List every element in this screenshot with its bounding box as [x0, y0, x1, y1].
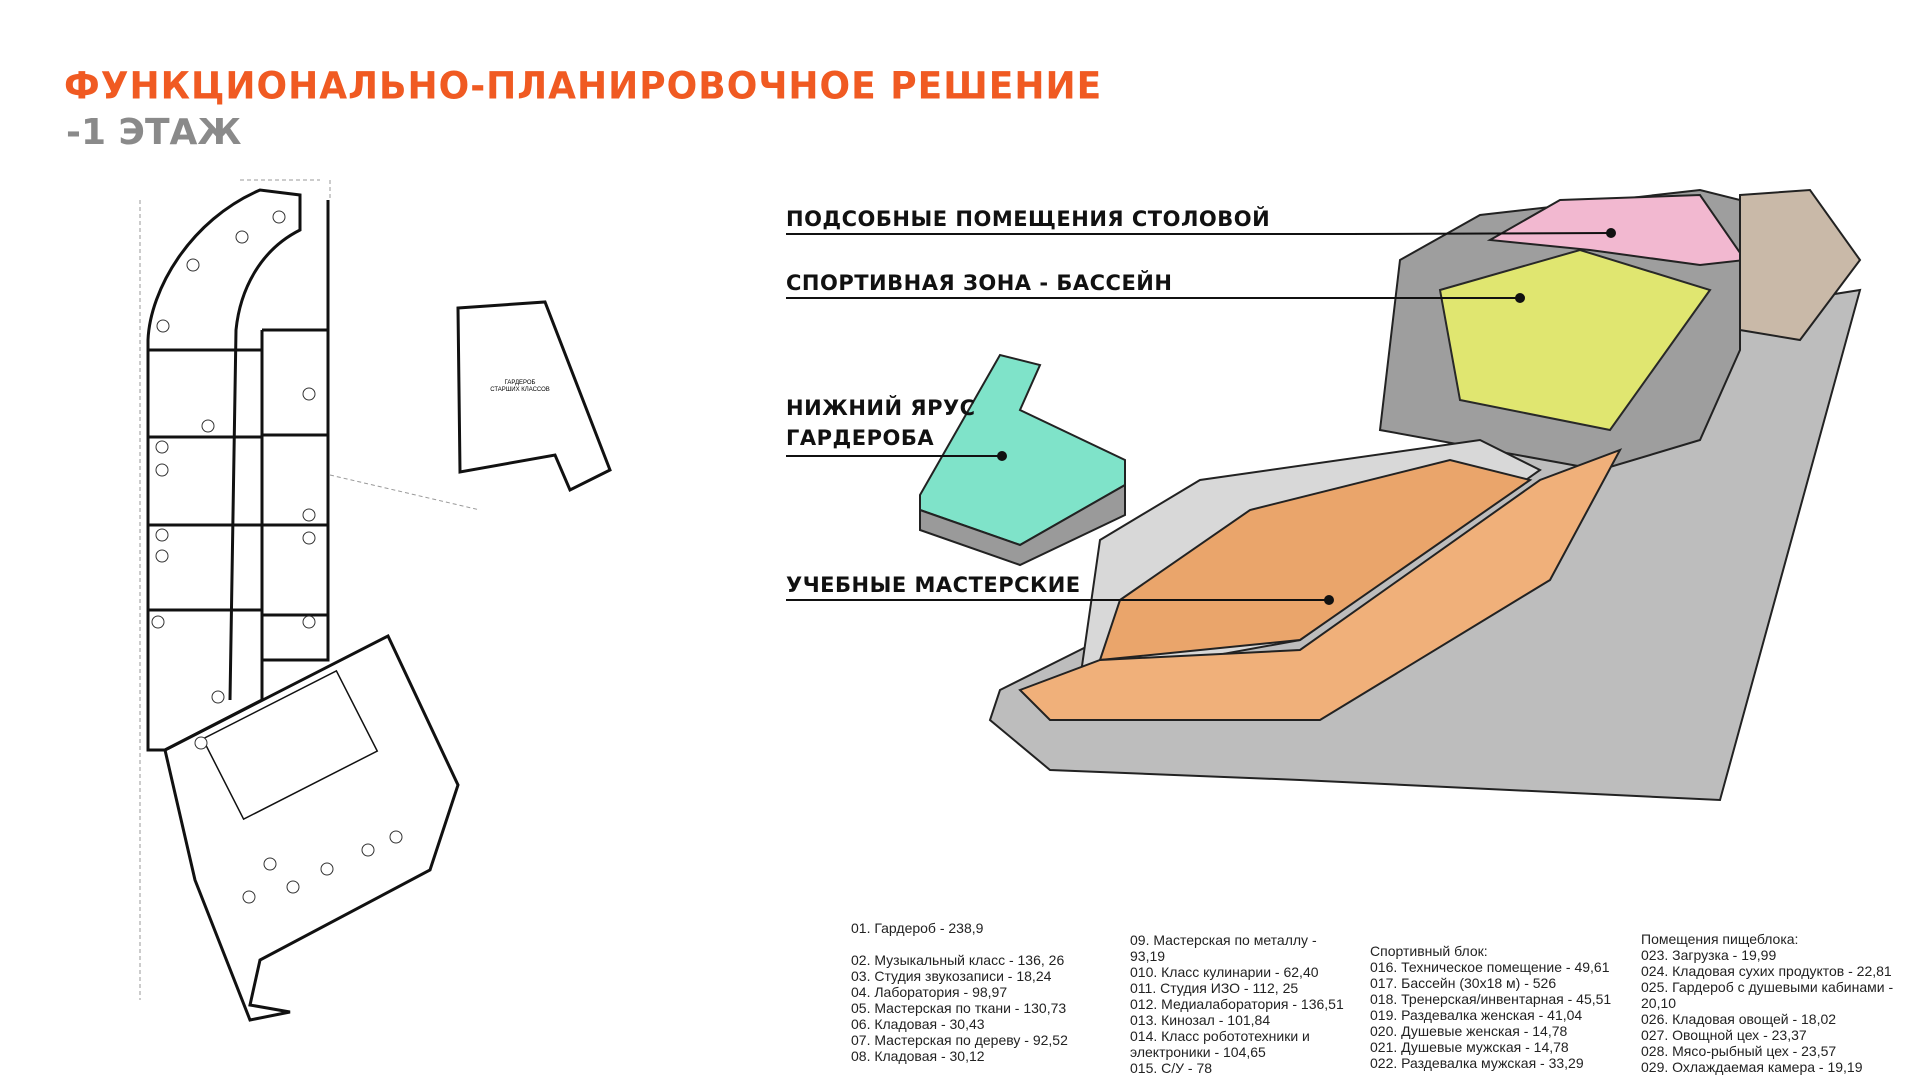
legend-item: 028. Мясо-рыбный цех - 23,57	[1641, 1043, 1837, 1059]
plan-outer-wall	[146, 188, 330, 752]
callout-wardrobe-line1: НИЖНИЙ ЯРУС	[786, 396, 976, 420]
callout-canteen: ПОДСОБНЫЕ ПОМЕЩЕНИЯ СТОЛОВОЙ	[786, 207, 1271, 231]
legend-item: 018. Тренерская/инвентарная - 45,51	[1370, 991, 1612, 1007]
legend-item: 017. Бассейн (30х18 м) - 526	[1370, 975, 1557, 991]
legend-item: 01. Гардероб - 238,9	[851, 920, 984, 936]
legend-col4: Помещения пищеблока: 023. Загрузка - 19,…	[1641, 931, 1893, 1075]
legend-item: электроники - 104,65	[1130, 1044, 1266, 1060]
legend-item: 024. Кладовая сухих продуктов - 22,81	[1641, 963, 1892, 979]
legend-item: 012. Медиалаборатория - 136,51	[1130, 996, 1344, 1012]
legend-item: 011. Студия ИЗО - 112, 25	[1130, 980, 1299, 996]
legend-item: 20,10	[1641, 995, 1677, 1011]
legend-item: 09. Мастерская по металлу -	[1130, 932, 1317, 948]
legend-item: 026. Кладовая овощей - 18,02	[1641, 1011, 1837, 1027]
legend-item: 05. Мастерская по ткани - 130,73	[851, 1000, 1067, 1016]
legend-item: Помещения пищеблока:	[1641, 931, 1799, 947]
annex-outline	[456, 300, 612, 493]
callout-wardrobe-line2: ГАРДЕРОБА	[786, 426, 935, 450]
legend-item: Спортивный блок:	[1370, 943, 1488, 959]
legend-item: 022. Раздевалка мужская - 33,29	[1370, 1055, 1584, 1071]
page-title: ФУНКЦИОНАЛЬНО-ПЛАНИРОВОЧНОЕ РЕШЕНИЕ	[64, 64, 1103, 109]
legend-item: 021. Душевые мужская - 14,78	[1370, 1039, 1569, 1055]
legend-item: 04. Лаборатория - 98,97	[851, 984, 1008, 1000]
legend-item: 03. Студия звукозаписи - 18,24	[851, 968, 1052, 984]
legend-item: 07. Мастерская по дереву - 92,52	[851, 1032, 1068, 1048]
legend-item: 023. Загрузка - 19,99	[1641, 947, 1777, 963]
legend-item: 016. Техническое помещение - 49,61	[1370, 959, 1610, 975]
legend-item: 019. Раздевалка женская - 41,04	[1370, 1007, 1583, 1023]
callout-workshops: УЧЕБНЫЕ МАСТЕРСКИЕ	[786, 573, 1081, 597]
axo-workshops-ring	[1018, 448, 1623, 721]
legend-item: 027. Овощной цех - 23,37	[1641, 1027, 1807, 1043]
pool-block-outline	[163, 633, 460, 1022]
axo-stair-block	[1739, 188, 1862, 342]
axo-pool-zone	[1438, 248, 1712, 432]
callout-lines	[786, 232, 1612, 601]
legend-item: 02. Музыкальный класс - 136, 26	[851, 952, 1065, 968]
legend-col1: 01. Гардероб - 238,9 02. Музыкальный кла…	[851, 920, 1068, 1064]
legend-col2: 09. Мастерская по металлу - 93,19 010. К…	[1130, 932, 1344, 1076]
callout-sport: СПОРТИВНАЯ ЗОНА - БАССЕЙН	[786, 271, 1173, 295]
legend-item: 020. Душевые женская - 14,78	[1370, 1023, 1568, 1039]
legend-item: 010. Класс кулинарии - 62,40	[1130, 964, 1319, 980]
floor-subtitle: -1 ЭТАЖ	[66, 112, 242, 153]
legend-item: 014. Класс робототехники и	[1130, 1028, 1310, 1044]
legend-item: 08. Кладовая - 30,12	[851, 1048, 985, 1064]
legend-item: 93,19	[1130, 948, 1166, 964]
legend-item: 015. С/У - 78	[1130, 1060, 1213, 1076]
pool	[201, 669, 379, 821]
legend-item: 06. Кладовая - 30,43	[851, 1016, 985, 1032]
legend-item: 025. Гардероб с душевыми кабинами -	[1641, 979, 1894, 995]
legend-item: 013. Кинозал - 101,84	[1130, 1012, 1271, 1028]
legend-col3: Спортивный блок: 016. Техническое помеще…	[1370, 943, 1611, 1071]
legend-item: 029. Охлаждаемая камера - 19,19	[1641, 1059, 1863, 1075]
annex-label: ГАРДЕРОБ СТАРШИХ КЛАССОВ	[490, 380, 550, 393]
